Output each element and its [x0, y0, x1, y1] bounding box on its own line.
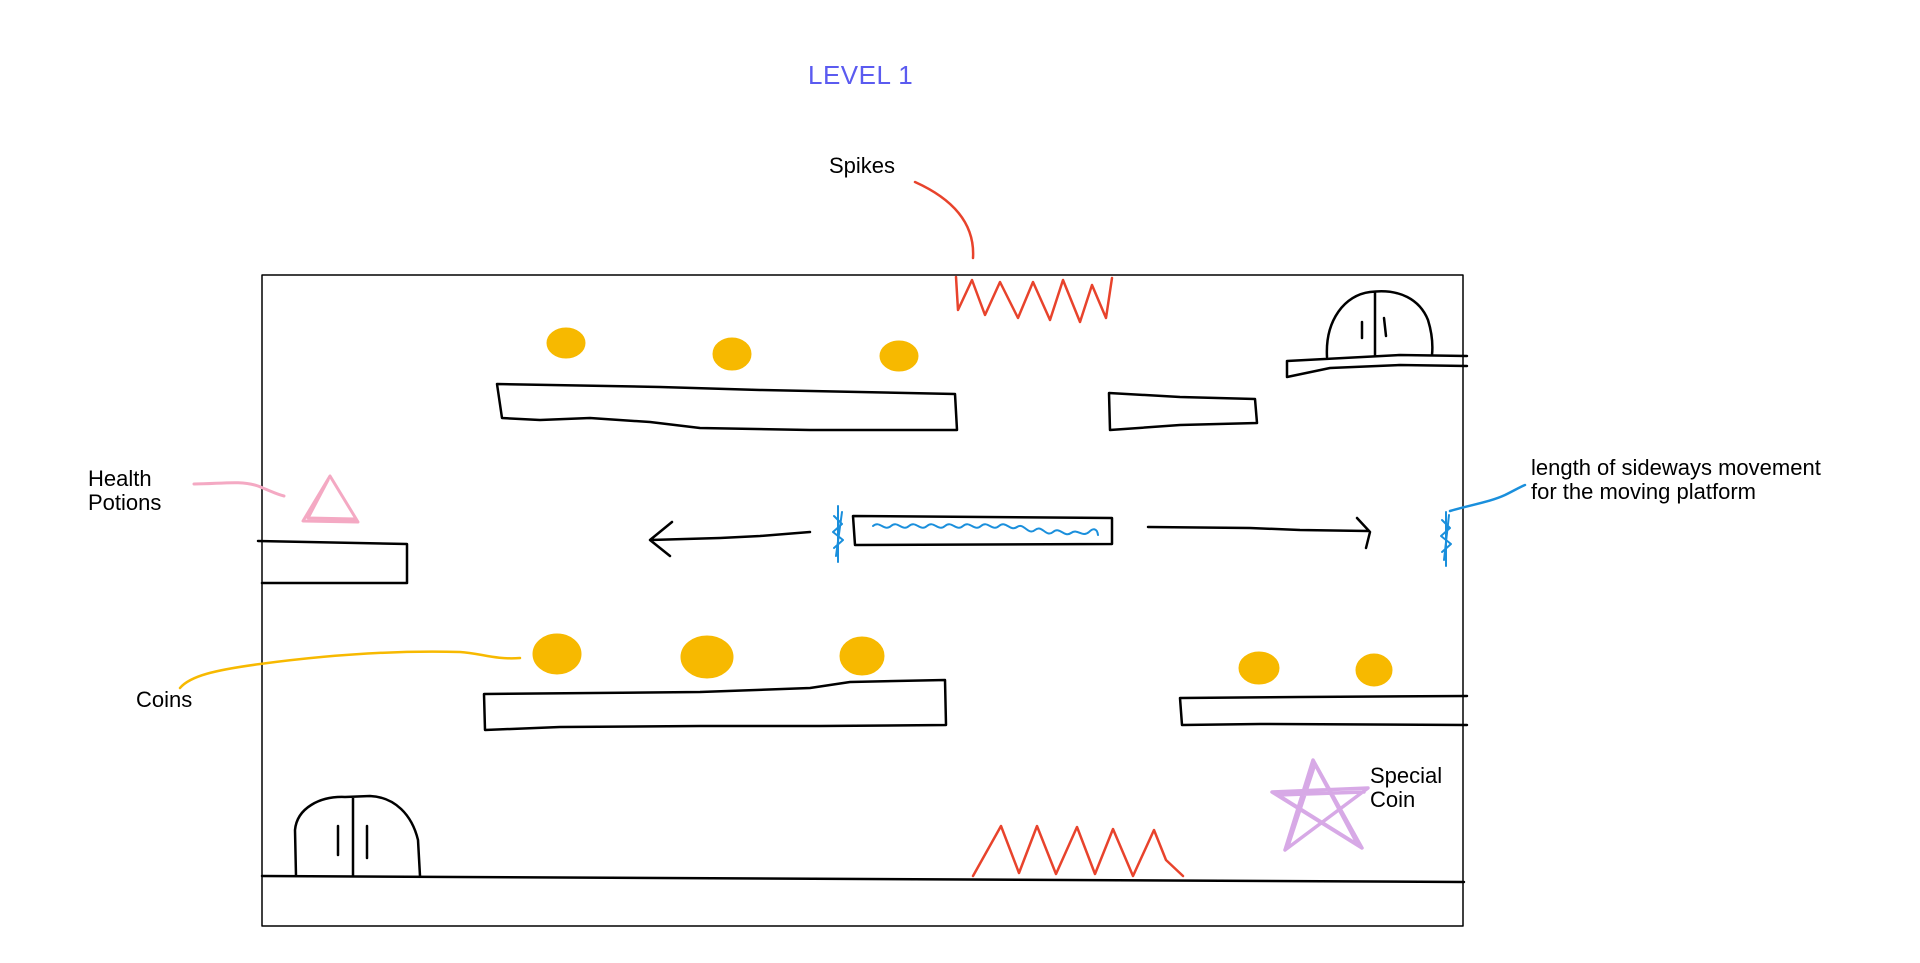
moving-platform-label-line2: for the moving platform	[1531, 479, 1756, 504]
special-coin-label-line1: Special	[1370, 763, 1443, 788]
special-coin-label: Special Coin	[1370, 764, 1442, 812]
arrow-right	[1146, 516, 1372, 550]
coin	[532, 633, 582, 675]
level-title: LEVEL 1	[808, 60, 914, 90]
spikes-leader	[913, 180, 975, 260]
special-coin-label-line2: Coin	[1370, 787, 1416, 812]
platform-top-left	[495, 382, 959, 432]
ground-line	[260, 874, 1466, 884]
moving-platform	[851, 514, 1114, 547]
platform-bottom-left	[482, 678, 948, 732]
moving-platform-label-line1: length of sideways movement	[1531, 455, 1821, 480]
arrow-left	[648, 520, 812, 558]
spikes-top	[954, 275, 1114, 324]
health-potion	[301, 474, 360, 524]
health-potions-label-line1: Health	[88, 466, 152, 491]
health-potions-label-line2: Potions	[88, 490, 162, 515]
coin	[1238, 651, 1280, 685]
moving-range-marker-left	[832, 505, 844, 563]
spikes-label: Spikes	[829, 153, 896, 178]
coin	[879, 340, 919, 372]
platform-left-ledge	[256, 539, 409, 585]
coin	[546, 327, 586, 359]
coin	[680, 635, 734, 679]
health-potion-leader	[192, 481, 286, 498]
moving-platform-squiggle	[872, 523, 1099, 536]
health-potions-label: Health Potions	[88, 467, 161, 515]
moving-range-marker-right	[1440, 511, 1452, 567]
coin	[1355, 653, 1393, 687]
coin	[839, 636, 885, 676]
level-frame	[261, 274, 1464, 927]
platform-top-right	[1107, 391, 1259, 432]
coins-label: Coins	[136, 687, 193, 712]
entrance-door	[293, 794, 422, 878]
platform-bottom-right	[1178, 694, 1469, 727]
special-coin-star	[1270, 758, 1370, 852]
moving-platform-leader	[1448, 483, 1527, 513]
exit-door	[1325, 289, 1434, 359]
moving-platform-label: length of sideways movement for the movi…	[1531, 456, 1821, 504]
spikes-bottom	[971, 824, 1185, 878]
coins-leader	[178, 650, 522, 690]
coin	[712, 337, 752, 371]
platform-exit-ledge	[1285, 353, 1469, 379]
